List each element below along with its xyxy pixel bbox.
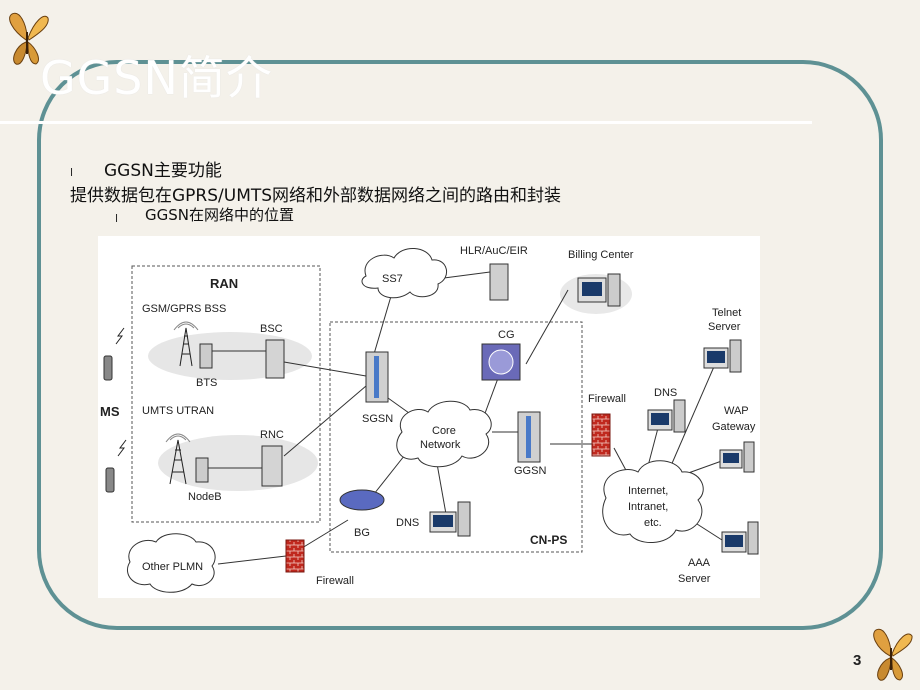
- ggsn-switch-icon: [517, 411, 541, 463]
- dns-computer-icon: [429, 501, 471, 537]
- ran-label: RAN: [210, 276, 238, 291]
- gsm-bss-label: GSM/GPRS BSS: [142, 303, 226, 315]
- firewall-bottom-icon: [285, 539, 305, 573]
- cnps-label: CN-PS: [530, 533, 567, 547]
- dns-net-label: DNS: [654, 387, 677, 399]
- bts-server-icon: [199, 343, 213, 369]
- wap-gateway-label: Gateway: [712, 421, 756, 433]
- umts-utran-label: UMTS UTRAN: [142, 405, 214, 417]
- billing-label: Billing Center: [568, 249, 634, 261]
- aaa-computer-icon: [721, 521, 759, 555]
- mobile-phone-icon: [105, 439, 127, 493]
- billing-computer-icon: [577, 273, 621, 307]
- other-plmn-label: Other PLMN: [142, 561, 203, 573]
- nodeb-server-icon: [195, 457, 209, 483]
- core-network-cloud: [396, 400, 492, 468]
- title-underline: [0, 121, 812, 124]
- bss-cell-area: [148, 332, 312, 380]
- antenna-tower-icon: [173, 321, 199, 367]
- sgsn-label: SGSN: [362, 413, 393, 425]
- telnet-computer-icon: [703, 339, 742, 373]
- bsc-label: BSC: [260, 323, 283, 335]
- bsc-server-icon: [265, 339, 285, 379]
- mobile-phone-icon: [103, 327, 125, 381]
- network-diagram-svg: SS7 Core Network Internet, Intranet, etc…: [100, 245, 759, 593]
- antenna-tower-icon: [165, 433, 191, 485]
- firewall-bottom-label: Firewall: [316, 575, 354, 587]
- ss7-label: SS7: [382, 273, 403, 285]
- wap-computer-icon: [719, 441, 755, 473]
- aaa-server-label: Server: [678, 573, 711, 585]
- rnc-server-icon: [261, 445, 283, 487]
- ss7-cloud: [361, 248, 447, 299]
- cg-router-icon: [481, 343, 521, 381]
- butterfly-icon: [873, 628, 913, 681]
- cnps-region: [329, 321, 583, 553]
- cg-label: CG: [498, 329, 515, 341]
- bts-label: BTS: [196, 377, 217, 389]
- internet-cloud: [602, 460, 704, 543]
- telnet-server-label: Server: [708, 321, 741, 333]
- hlr-server-icon: [489, 263, 509, 301]
- network-diagram: SS7 Core Network Internet, Intranet, etc…: [98, 236, 760, 598]
- dns-net-computer-icon: [647, 399, 686, 433]
- bullet-position: GGSN在网络中的位置: [145, 206, 294, 224]
- ggsn-label: GGSN: [514, 465, 546, 477]
- bullet-description: 提供数据包在GPRS/UMTS网络和外部数据网络之间的路由和封装: [70, 186, 562, 206]
- firewall-right-icon: [591, 413, 611, 457]
- bullet-marker: l: [70, 166, 74, 179]
- intranet-label: Intranet,: [628, 501, 668, 513]
- nodeb-label: NodeB: [188, 491, 222, 503]
- internet-label: Internet,: [628, 485, 668, 497]
- core-label: Core: [432, 425, 456, 437]
- content-frame: [37, 60, 883, 630]
- page-number: 3: [853, 652, 862, 669]
- ms-label: MS: [100, 404, 120, 419]
- rnc-label: RNC: [260, 429, 284, 441]
- slide-title: GGSN简介: [40, 51, 273, 105]
- firewall-right-label: Firewall: [588, 393, 626, 405]
- hlr-label: HLR/AuC/EIR: [460, 245, 528, 257]
- bullet-main-function: GGSN主要功能: [104, 161, 222, 181]
- aaa-label: AAA: [688, 557, 711, 569]
- sgsn-switch-icon: [365, 351, 389, 403]
- bg-label: BG: [354, 527, 370, 539]
- ran-region: [131, 265, 321, 523]
- bg-router-icon: [339, 489, 385, 511]
- bullet-marker: l: [115, 212, 119, 225]
- wap-label: WAP: [724, 405, 749, 417]
- network-label: Network: [420, 439, 461, 451]
- other-plmn-cloud: [127, 533, 216, 593]
- telnet-label: Telnet: [712, 307, 741, 319]
- butterfly-icon: [9, 12, 49, 65]
- dns-core-label: DNS: [396, 517, 419, 529]
- etc-label: etc.: [644, 517, 662, 529]
